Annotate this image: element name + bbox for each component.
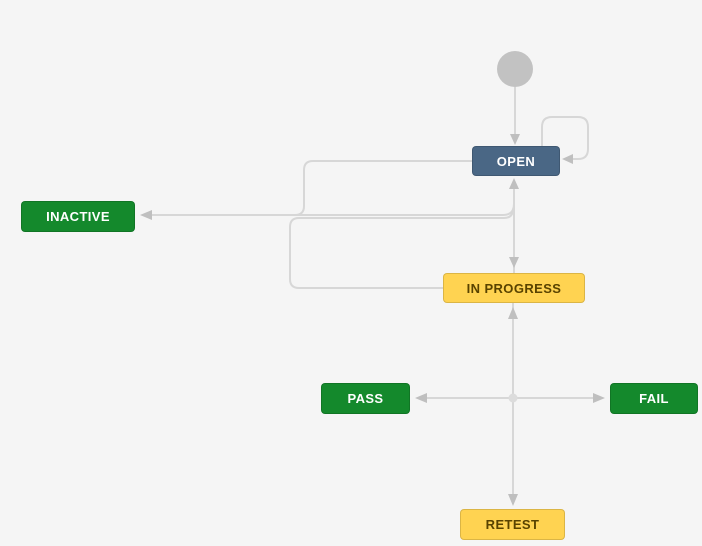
workflow-node-open[interactable]: OPEN [472,146,560,176]
junction-dot [508,393,518,403]
arrowhead-into-open-top [510,134,520,145]
arrowhead-into-fail [593,393,605,403]
arrowhead-into-in-progress-bottom [508,307,518,319]
workflow-node-pass[interactable]: PASS [321,383,410,414]
workflow-node-inactive[interactable]: INACTIVE [21,201,135,232]
start-node[interactable] [497,51,533,87]
workflow-node-fail[interactable]: FAIL [610,383,698,414]
node-label-open: OPEN [496,153,536,169]
arrowhead-self-loop-into-open [562,154,573,164]
edge-to-inactive [148,203,515,216]
arrowhead-into-open-bottom [509,178,519,189]
node-label-fail: FAIL [639,391,669,406]
node-label-pass: PASS [347,391,384,406]
arrowhead-into-pass [415,393,427,403]
edge-open-branch-to-inactive [294,160,472,216]
edge-open-self-loop [541,116,589,160]
arrowhead-into-inactive [140,210,152,220]
node-label-in-progress: IN PROGRESS [466,280,562,296]
arrowhead-into-in-progress-top [509,257,519,268]
edge-in-progress-branch [289,208,514,289]
arrowhead-into-retest [508,494,518,506]
workflow-node-retest[interactable]: RETEST [460,509,565,540]
node-label-inactive: INACTIVE [46,209,110,224]
node-label-retest: RETEST [485,517,540,532]
workflow-node-in-progress[interactable]: IN PROGRESS [443,273,585,303]
